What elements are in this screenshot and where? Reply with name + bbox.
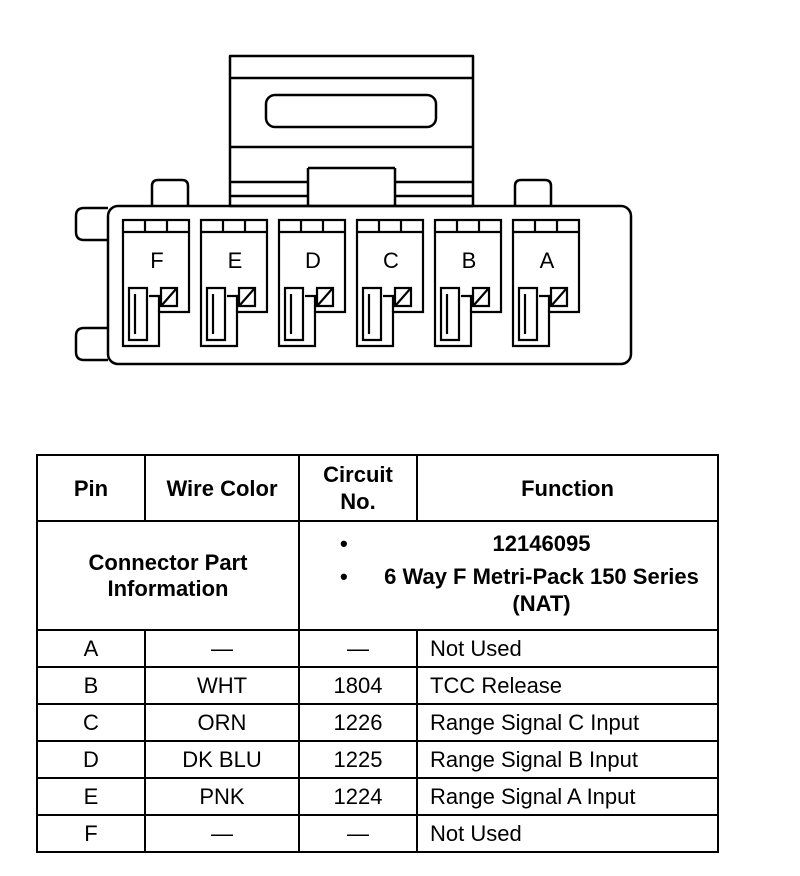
pin-label-b: B [462,248,477,273]
pin-cavity-e [199,218,269,348]
header-function: Function [416,454,719,522]
cell-circuit: — [298,629,418,668]
cell-wire-color: — [144,814,300,853]
cell-circuit: 1224 [298,777,418,816]
cell-function: Range Signal A Input [416,777,719,816]
cell-circuit: — [298,814,418,853]
pin-label-a: A [540,248,555,273]
part-number: 12146095 [340,530,717,557]
pin-cavity-f [121,218,191,348]
pin-cavity-d [277,218,347,348]
cell-function: Not Used [416,814,719,853]
pin-label-c: C [383,248,399,273]
header-circuit-line1: Circuit [323,462,393,487]
header-circuit-line2: No. [340,489,376,514]
part-info-label: Connector Part Information [36,520,300,631]
cell-circuit: 1226 [298,703,418,742]
cell-circuit: 1804 [298,666,418,705]
cell-pin: B [36,666,146,705]
pin-label-f: F [150,248,163,273]
table-row: F——Not Used [36,814,719,853]
cell-function: Range Signal C Input [416,703,719,742]
cell-pin: F [36,814,146,853]
cell-wire-color: DK BLU [144,740,300,779]
part-info-label-line2: Information [107,575,229,601]
header-wire-color: Wire Color [144,454,300,522]
cell-pin: A [36,629,146,668]
pin-cavity-c [355,218,425,348]
header-circuit: Circuit No. [298,454,418,522]
cell-function: Not Used [416,629,719,668]
cell-wire-color: ORN [144,703,300,742]
cell-wire-color: PNK [144,777,300,816]
cell-function: Range Signal B Input [416,740,719,779]
cell-pin: E [36,777,146,816]
connector-series: 6 Way F Metri-Pack 150 Series (NAT) [340,563,717,617]
table-row: A——Not Used [36,629,719,668]
left-rail [74,206,108,242]
table-header: Pin Wire Color Circuit No. Function [36,454,719,522]
part-info-section: Connector Part Information 12146095 6 Wa… [36,520,719,631]
connector-info-table: Connector Part Information 12146095 6 Wa… [36,454,719,853]
part-info-details: 12146095 6 Way F Metri-Pack 150 Series (… [298,520,719,631]
latch-window [264,93,438,129]
pin-label-e: E [228,248,243,273]
header-pin: Pin [36,454,146,522]
cell-function: TCC Release [416,666,719,705]
cell-pin: C [36,703,146,742]
pin-cavity-a [511,218,581,348]
cell-pin: D [36,740,146,779]
left-rail-bottom [74,326,108,362]
cell-wire-color: — [144,629,300,668]
cell-circuit: 1225 [298,740,418,779]
right-ear [513,178,553,206]
cell-wire-color: WHT [144,666,300,705]
left-ear [150,178,190,206]
part-info-label-line1: Connector Part [88,549,248,575]
pin-cavity-b [433,218,503,348]
connector-body [106,204,633,366]
pin-label-d: D [305,248,321,273]
